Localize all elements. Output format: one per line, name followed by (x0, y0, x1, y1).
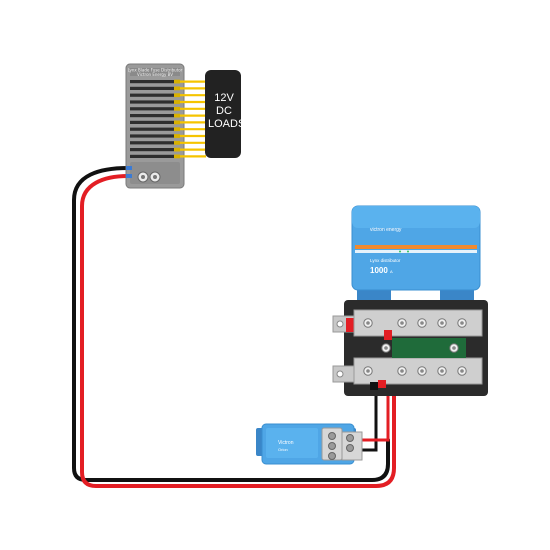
lynx-distributor: victron energy Lynx distributor 1000 A (351, 205, 481, 304)
fuse-slot (130, 107, 174, 111)
green-circuit-board (392, 338, 466, 358)
small-unit-brand: Victron (278, 440, 294, 446)
fuse-terminal (174, 113, 180, 118)
connector-blue-bottom (126, 174, 132, 178)
bolt-center (400, 369, 404, 373)
fuse-terminal (174, 106, 180, 111)
fuse-box-model-line2: Victron Energy BV (137, 72, 173, 77)
fuse-terminal (174, 100, 180, 104)
fuse-terminal (174, 120, 180, 125)
fuse-distributor: Lynx Blade Fuse Distributor Victron Ener… (125, 63, 185, 189)
dc-loads-label: 12V DC LOADS (208, 92, 246, 131)
fuse-slot (130, 114, 174, 118)
fuse-terminal (174, 93, 180, 98)
fuse-terminal (174, 140, 180, 145)
orange-status-strip (355, 245, 477, 249)
fuse-slot (130, 93, 174, 97)
negative-cable (72, 166, 390, 482)
fuse-terminal (174, 154, 180, 159)
bolt-center (452, 346, 456, 350)
fuse-slot (130, 154, 174, 158)
loads-line-3: LOADS (208, 118, 246, 130)
unit-title: Lynx distributor (370, 258, 401, 263)
busbar-assembly (332, 300, 488, 396)
bolt-center (366, 369, 370, 373)
fuse-terminal (174, 79, 180, 84)
busbar-bolts (363, 318, 467, 376)
load-wires (180, 80, 206, 158)
bolt-center (460, 321, 464, 325)
fuse-rows (130, 79, 180, 159)
fuse-slot (130, 100, 174, 104)
unit-value: 1000 (370, 266, 388, 275)
fuse-terminal (174, 86, 180, 91)
positive-lug (346, 318, 354, 332)
bolt-center (440, 321, 444, 325)
fuse-slot (130, 134, 174, 138)
fuse-slot (130, 80, 174, 84)
fuse-slot (130, 148, 174, 152)
fuse-slot (130, 141, 174, 145)
busbar-left-bottom (332, 365, 356, 383)
fuse-terminal (174, 127, 180, 132)
bolt-center (460, 369, 464, 373)
positive-takeoff (384, 330, 392, 340)
loads-line-1: 12V (214, 92, 234, 104)
orion-converter: Victron Orion (256, 423, 363, 465)
fuse-box-model-line1: Lynx Blade Fuse Distributor (128, 68, 183, 73)
unit-value-unit: A (390, 269, 393, 274)
fuse-slot (130, 86, 174, 90)
dc-loads-box (205, 70, 241, 158)
loads-line-2: DC (216, 105, 232, 117)
connector-blue-top (126, 166, 132, 170)
bolt-center (420, 321, 424, 325)
bolt-center (384, 346, 388, 350)
bolt-center (366, 321, 370, 325)
bolt-center (420, 369, 424, 373)
bolt-center (440, 369, 444, 373)
brand-label: victron energy (370, 227, 402, 233)
fuse-slot (130, 127, 174, 131)
fuse-slot (130, 120, 174, 124)
bolt-center (400, 321, 404, 325)
small-unit-model: Orion (278, 447, 288, 452)
fuse-terminal (174, 134, 180, 138)
fuse-terminal (174, 147, 180, 152)
